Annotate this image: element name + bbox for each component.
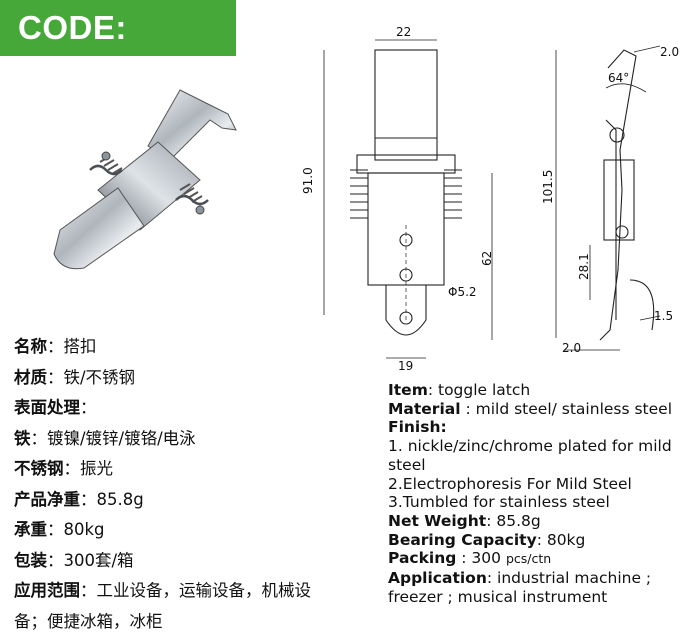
spec-material: Material : mild steel/ stainless steel <box>388 400 698 419</box>
chinese-specs: 名称：搭扣 材质：铁/不锈钢 表面处理： 铁：镀镍/镀锌/镀铬/电泳 不锈钢：振… <box>14 332 386 637</box>
spec-application-cont: freezer ; musical instrument <box>388 588 698 607</box>
spec-row-iron: 铁：镀镍/镀锌/镀铬/电泳 <box>14 424 386 455</box>
dim-hook: 1.5 <box>654 309 673 323</box>
dim-side-height: 101.5 <box>541 170 555 204</box>
dim-side-mid: 28.1 <box>577 253 591 280</box>
spec-row-stainless: 不锈钢：振光 <box>14 454 386 485</box>
spec-row-material: 材质：铁/不锈钢 <box>14 363 386 394</box>
dim-top-width: 22 <box>396 25 411 39</box>
spec-row-application-cont: 备；便捷冰箱，冰柜 <box>14 607 386 637</box>
spec-row-application: 应用范围：工业设备，运输设备，机械设 <box>14 576 386 607</box>
product-code-badge: CODE: F008A <box>0 0 236 56</box>
spec-finish: Finish: <box>388 418 698 437</box>
dim-total-height: 91.0 <box>301 167 315 194</box>
spec-item: Item: toggle latch <box>388 381 698 400</box>
dim-base-thickness: 2.0 <box>562 341 581 355</box>
spec-finish-2: 2.Electrophoresis For Mild Steel <box>388 475 698 494</box>
dim-lower-height: 62 <box>480 251 494 266</box>
spec-packing: Packing : 300 pcs/ctn <box>388 549 698 569</box>
technical-drawing: 22 91.0 62 Φ5.2 19 101.5 64° 2.0 28.1 1.… <box>300 20 690 370</box>
dim-bottom-width: 19 <box>398 359 413 370</box>
spec-finish-3: 3.Tumbled for stainless steel <box>388 493 698 512</box>
spec-net-weight: Net Weight: 85.8g <box>388 512 698 531</box>
spec-finish-1: 1. nickle/zinc/chrome plated for mild <box>388 437 698 456</box>
spec-bearing: Bearing Capacity: 80kg <box>388 531 698 550</box>
spec-application: Application: industrial machine ; <box>388 569 698 588</box>
spec-row-packing: 包装：300套/箱 <box>14 546 386 577</box>
spec-row-weight: 产品净重：85.8g <box>14 485 386 516</box>
product-photo <box>40 70 240 280</box>
spec-row-name: 名称：搭扣 <box>14 332 386 363</box>
spec-row-finish: 表面处理： <box>14 393 386 424</box>
dim-hole-diameter: Φ5.2 <box>448 285 477 299</box>
english-specs: Item: toggle latch Material : mild steel… <box>388 381 698 606</box>
spec-finish-1-cont: steel <box>388 456 698 475</box>
spec-row-bearing: 承重：80kg <box>14 515 386 546</box>
dim-thickness-top: 2.0 <box>660 45 679 59</box>
dim-angle: 64° <box>608 71 629 85</box>
